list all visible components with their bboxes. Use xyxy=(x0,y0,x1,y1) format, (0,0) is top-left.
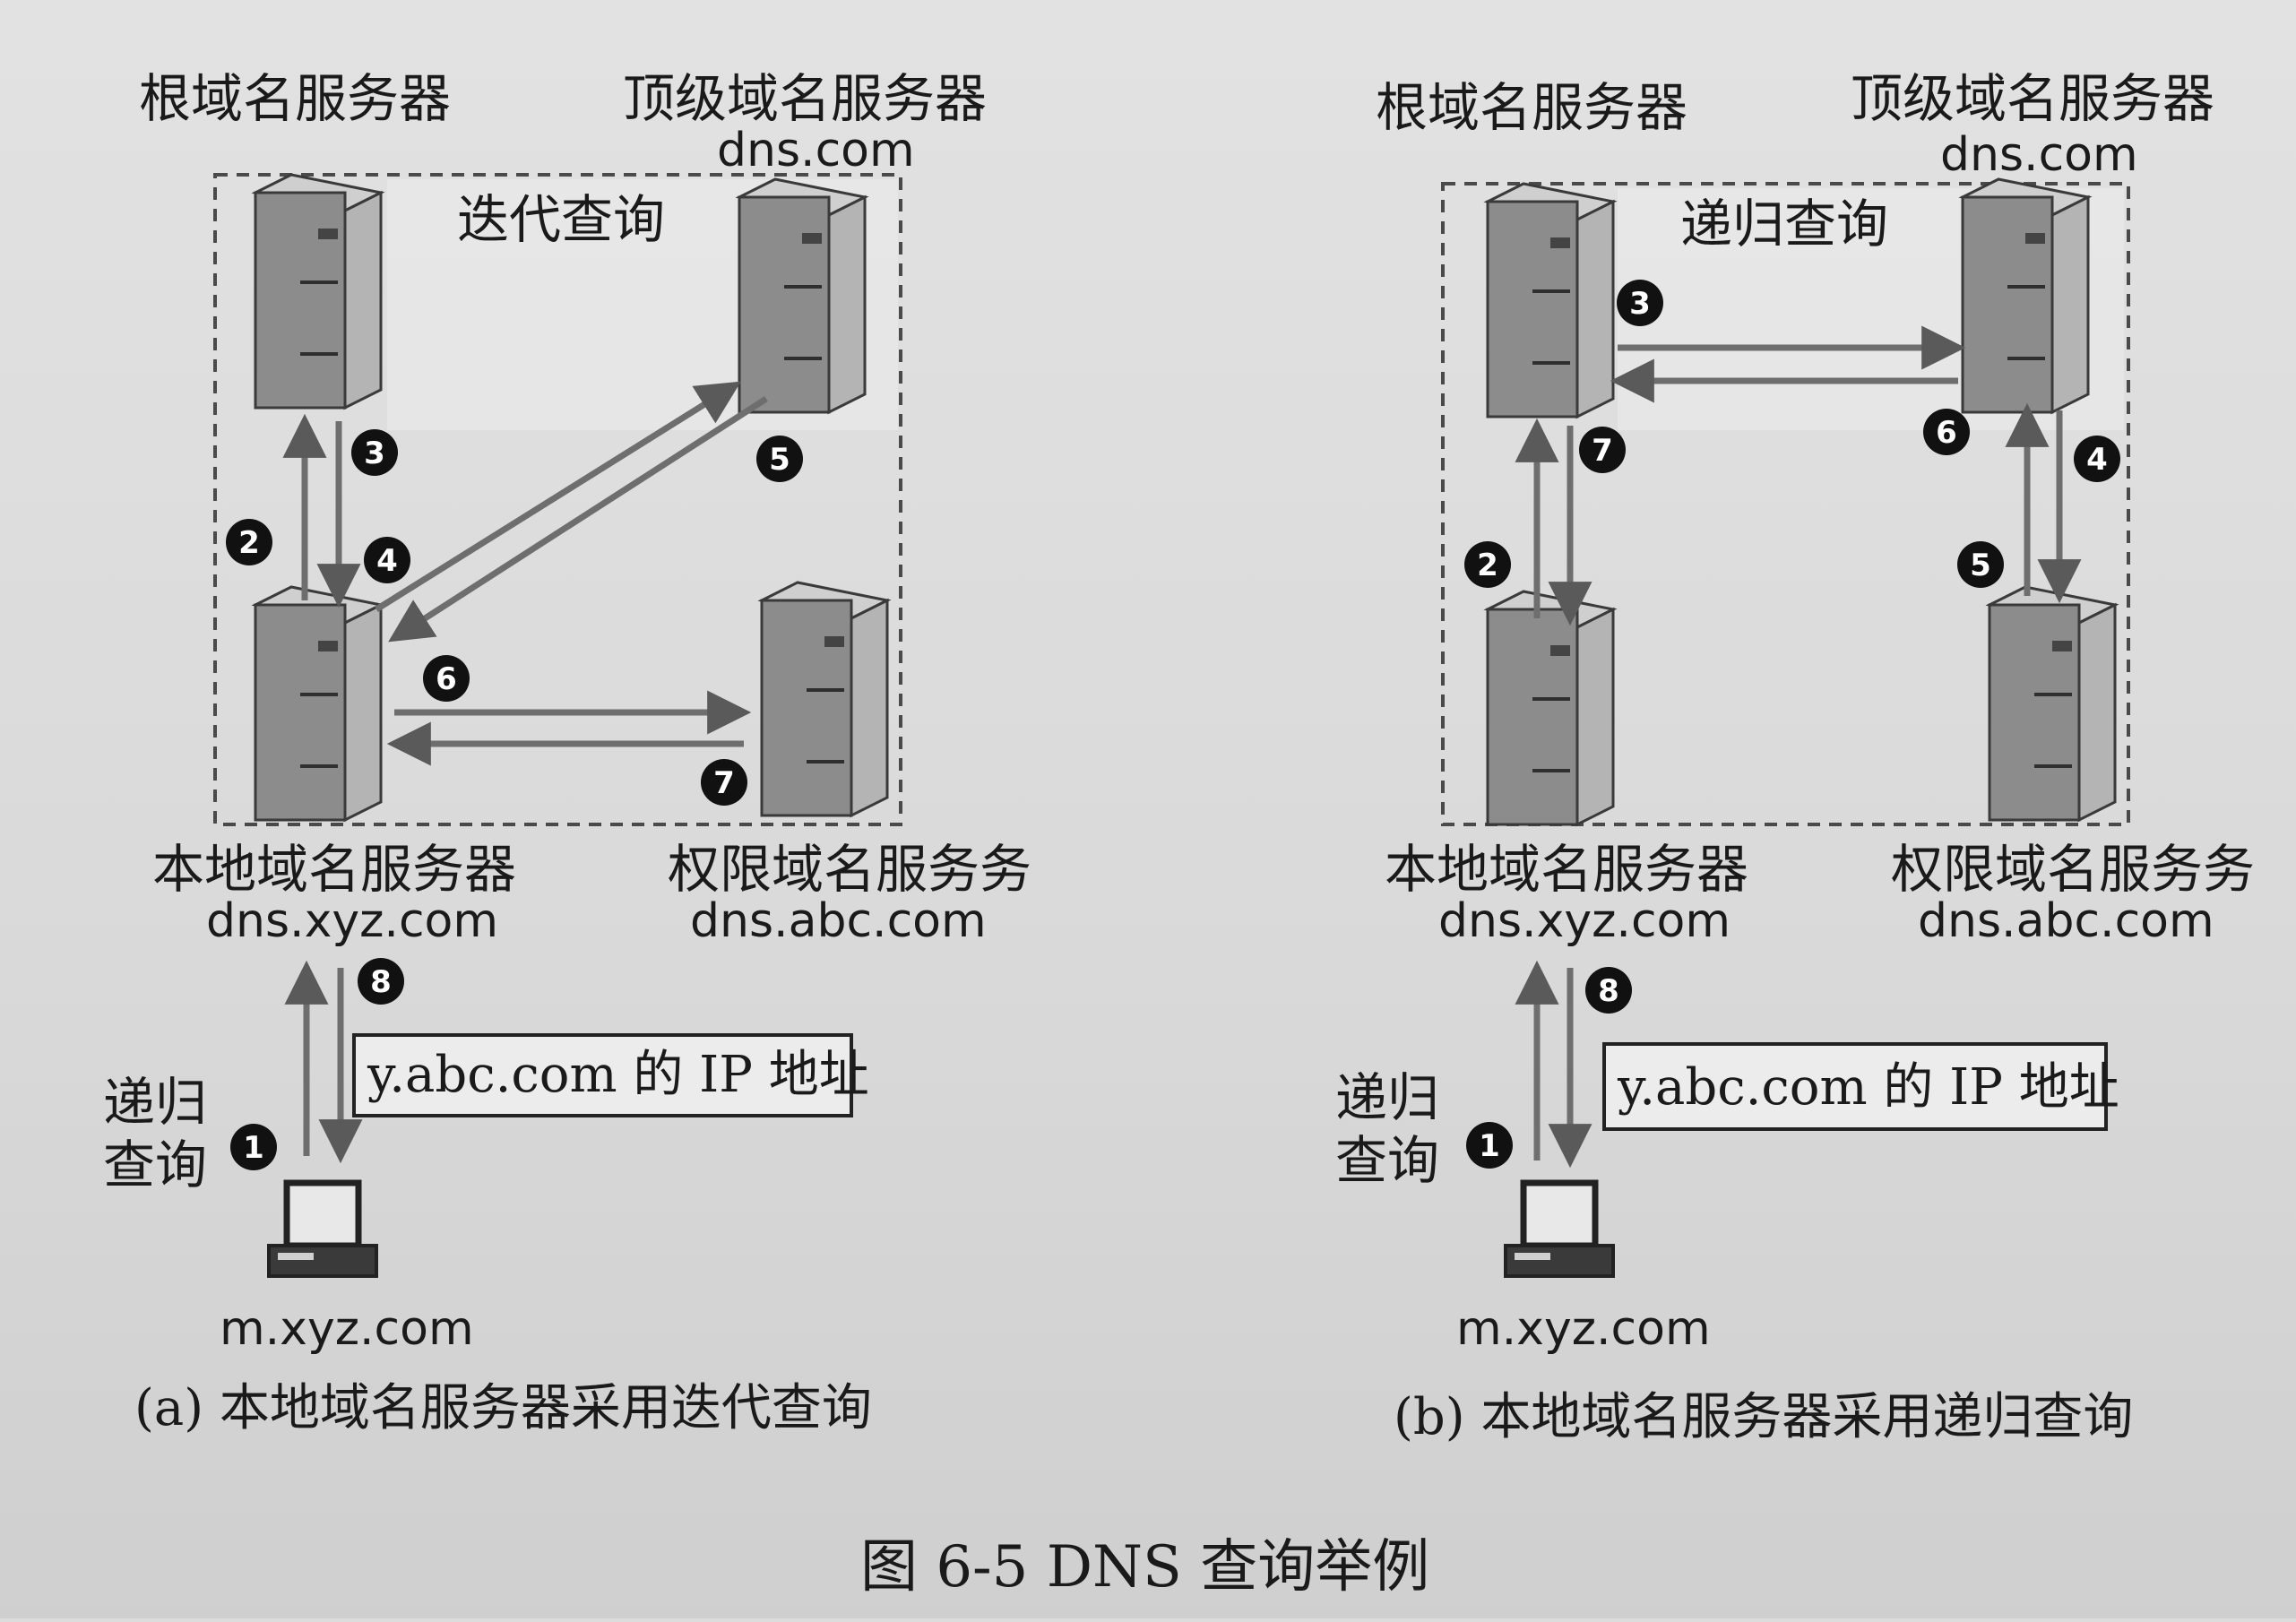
svg-text:5: 5 xyxy=(1970,548,1991,583)
panel-a: 根域名服务器 顶级域名服务器 dns.com 迭代查询 2 3 4 5 6 7 … xyxy=(103,68,1031,1437)
panel-a-step-badge: 6 xyxy=(423,655,470,702)
panel-b-auth-server-icon xyxy=(1988,585,2117,822)
panel-a-tld-label: 顶级域名服务器 xyxy=(623,68,987,129)
figure-caption: 图 6-5 DNS 查询举例 xyxy=(860,1534,1429,1600)
panel-b-step-badge: 3 xyxy=(1617,280,1663,326)
panel-b-auth-label: 权限域名服务务 xyxy=(1891,839,2255,900)
panel-b-tld-label: 顶级域名服务器 xyxy=(1851,68,2214,129)
panel-a-local-server-icon xyxy=(254,585,383,822)
panel-a-step-badge: 7 xyxy=(701,759,747,806)
panel-a-answer-text: y.abc.com 的 IP 地址 xyxy=(367,1046,869,1104)
svg-text:3: 3 xyxy=(364,436,385,471)
panel-a-arrow-4 xyxy=(375,381,741,612)
panel-b-auth-domain: dns.abc.com xyxy=(1918,894,2214,948)
panel-b-step-badge: 8 xyxy=(1585,967,1632,1014)
panel-a-arrow-5 xyxy=(388,396,768,643)
svg-text:8: 8 xyxy=(1598,973,1619,1009)
panel-b-step-badge: 1 xyxy=(1466,1122,1513,1169)
panel-a-step-badge: 3 xyxy=(351,429,398,476)
panel-a-local-domain: dns.xyz.com xyxy=(206,894,498,948)
svg-text:7: 7 xyxy=(713,765,735,801)
svg-text:3: 3 xyxy=(1629,286,1651,322)
panel-a-recursive-label-1: 递归 xyxy=(103,1072,207,1133)
panel-a-recursive-label-2: 查询 xyxy=(103,1135,207,1195)
svg-text:8: 8 xyxy=(370,964,392,1000)
panel-b-recursive-label-1: 递归 xyxy=(1335,1067,1439,1128)
panel-b-answer-box xyxy=(1602,1042,2108,1131)
panel-b-root-label: 根域名服务器 xyxy=(1376,77,1687,138)
panel-b-tld-server-icon xyxy=(1961,177,2090,414)
svg-text:6: 6 xyxy=(1936,415,1957,451)
panel-a-client-domain: m.xyz.com xyxy=(220,1302,474,1356)
panel-b-step-badge: 4 xyxy=(2074,436,2120,482)
panel-b-recursive-label-2: 查询 xyxy=(1335,1130,1439,1191)
panel-a-auth-domain: dns.abc.com xyxy=(690,894,987,948)
panel-a-tld-domain: dns.com xyxy=(717,124,915,177)
panel-b-client-domain: m.xyz.com xyxy=(1456,1302,1711,1356)
svg-text:5: 5 xyxy=(769,442,790,478)
panel-b-answer-text: y.abc.com 的 IP 地址 xyxy=(1617,1058,2119,1117)
panel-b-box-label: 递归查询 xyxy=(1680,194,1888,255)
panel-b-computer-icon xyxy=(1506,1183,1613,1276)
svg-text:4: 4 xyxy=(376,543,398,579)
svg-text:1: 1 xyxy=(243,1130,264,1166)
panel-a-step-badge: 8 xyxy=(358,958,404,1005)
panel-b-step-badge: 2 xyxy=(1464,541,1511,588)
panel-a-step-badge: 2 xyxy=(226,519,272,565)
svg-text:2: 2 xyxy=(1477,548,1498,583)
panel-a-auth-label: 权限域名服务务 xyxy=(668,839,1031,900)
svg-text:2: 2 xyxy=(238,525,260,561)
panel-b-step-badge: 6 xyxy=(1923,409,1970,455)
panel-b-step-badge: 5 xyxy=(1957,541,2004,588)
panel-a-answer-box xyxy=(352,1033,853,1117)
panel-b-local-label: 本地域名服务器 xyxy=(1385,839,1748,900)
panel-b: 根域名服务器 顶级域名服务器 dns.com 递归查询 3 7 2 6 4 5 … xyxy=(1335,68,2255,1446)
panel-a-subcaption: (a) 本地域名服务器采用迭代查询 xyxy=(134,1379,872,1437)
panel-a-root-server-icon xyxy=(254,173,383,410)
svg-text:4: 4 xyxy=(2086,442,2108,478)
svg-text:6: 6 xyxy=(436,661,457,697)
panel-a-dashed-box xyxy=(213,173,902,826)
panel-b-root-server-icon xyxy=(1486,182,1615,418)
panel-b-subcaption: (b) 本地域名服务器采用递归查询 xyxy=(1394,1388,2133,1446)
svg-text:1: 1 xyxy=(1479,1128,1500,1164)
panel-a-local-label: 本地域名服务器 xyxy=(152,839,516,900)
svg-text:7: 7 xyxy=(1592,433,1613,469)
panel-a-root-label: 根域名服务器 xyxy=(139,68,451,129)
panel-b-tld-domain: dns.com xyxy=(1940,128,2138,182)
panel-a-tld-server-icon xyxy=(738,177,867,414)
panel-a-step-badge: 1 xyxy=(230,1124,277,1170)
panel-b-local-domain: dns.xyz.com xyxy=(1438,894,1731,948)
panel-b-local-server-icon xyxy=(1486,590,1615,826)
panel-a-auth-server-icon xyxy=(760,581,889,817)
panel-a-box-label: 迭代查询 xyxy=(457,189,665,250)
panel-a-step-badge: 5 xyxy=(756,436,803,482)
panel-b-step-badge: 7 xyxy=(1579,427,1626,473)
panel-b-dashed-box xyxy=(1441,182,2130,826)
panel-a-computer-icon xyxy=(269,1183,376,1276)
panel-a-step-badge: 4 xyxy=(364,537,410,583)
